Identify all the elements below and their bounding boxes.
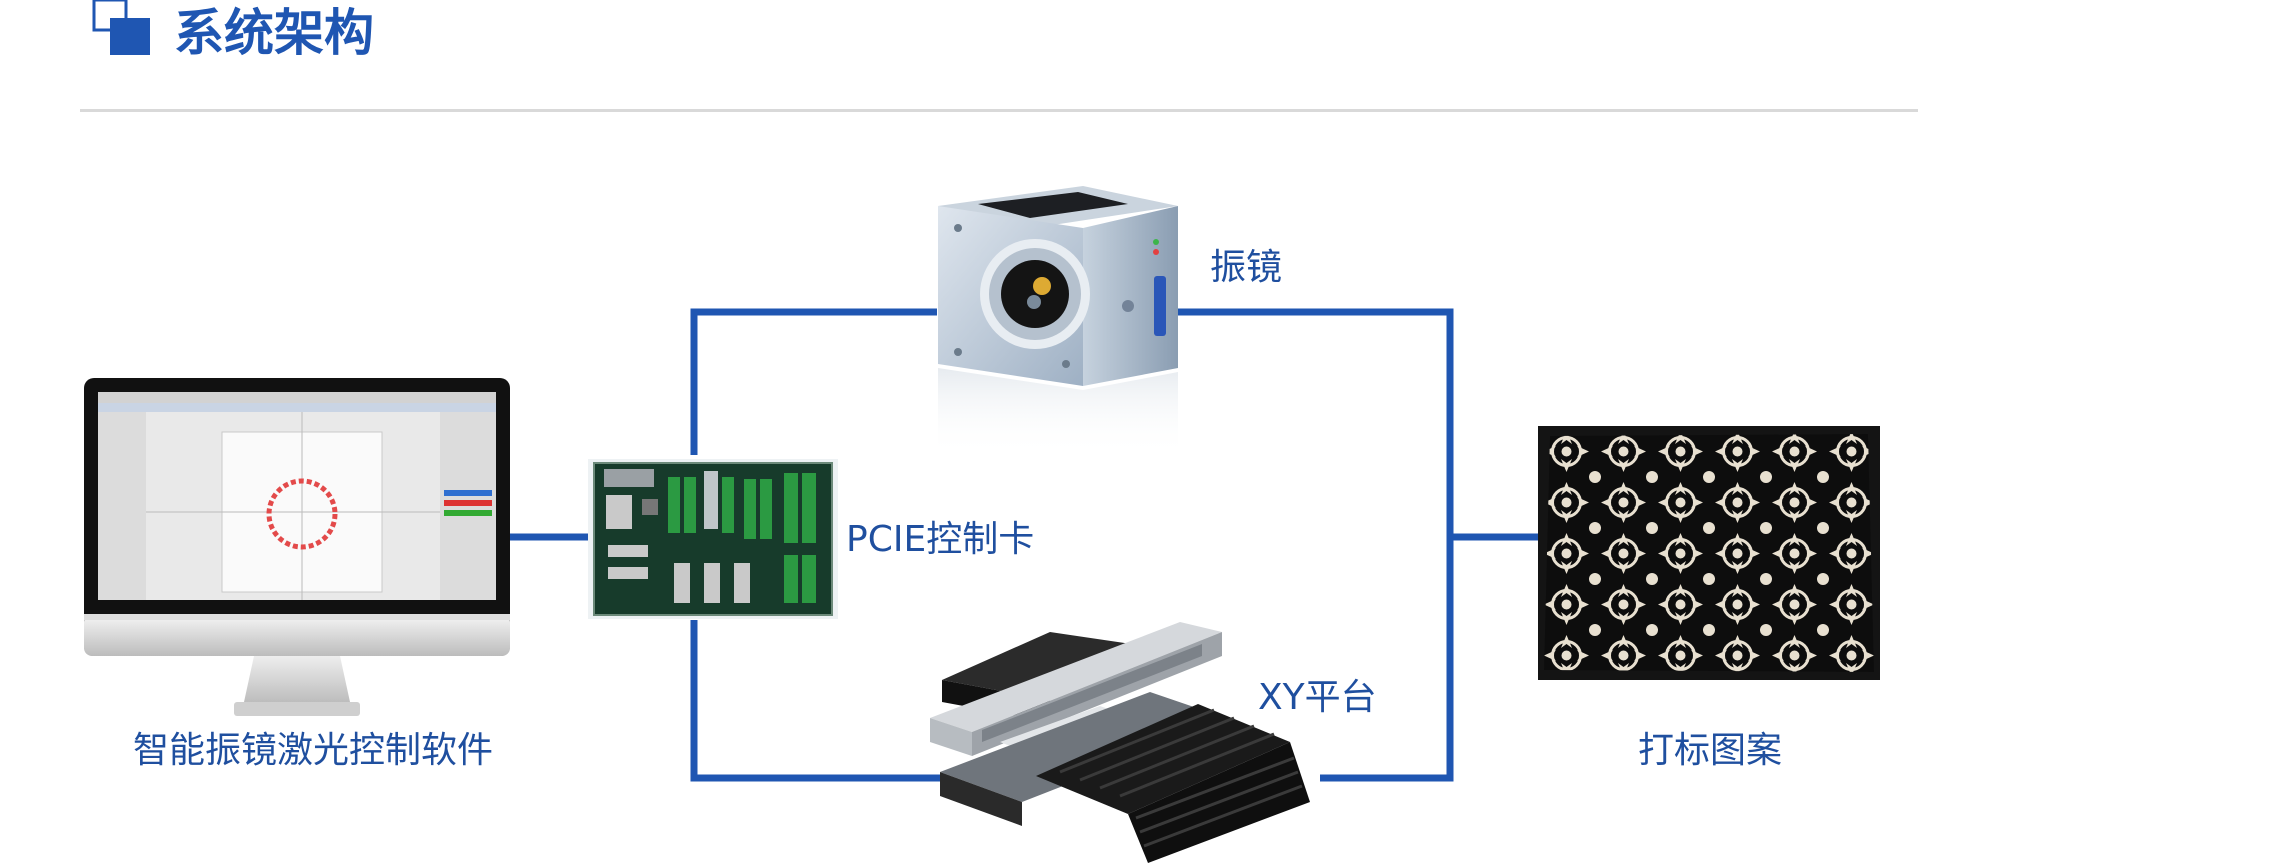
overlapping-squares-icon [92,0,150,55]
title-divider [80,109,1918,112]
connector-galvo-right [1178,308,1454,537]
software-label: 智能振镜激光控制软件 [133,730,494,771]
galvo-label: 振镜 [1210,247,1283,288]
connector-stage-right [1320,537,1454,782]
linear-stage-icon [930,622,1310,863]
page-title: 系统架构 [174,4,374,62]
control-card-label: PCIE控制卡 [846,519,1035,560]
monitor-icon [84,378,510,716]
connector-card-galvo [690,308,937,455]
ornamental-pattern-icon [1538,426,1880,680]
pattern-label: 打标图案 [1638,730,1783,771]
circuit-board-icon [588,459,838,619]
xy-stage-label: XY平台 [1258,677,1377,718]
galvo-scanner-icon [938,186,1178,456]
connector-card-stage [690,620,943,782]
